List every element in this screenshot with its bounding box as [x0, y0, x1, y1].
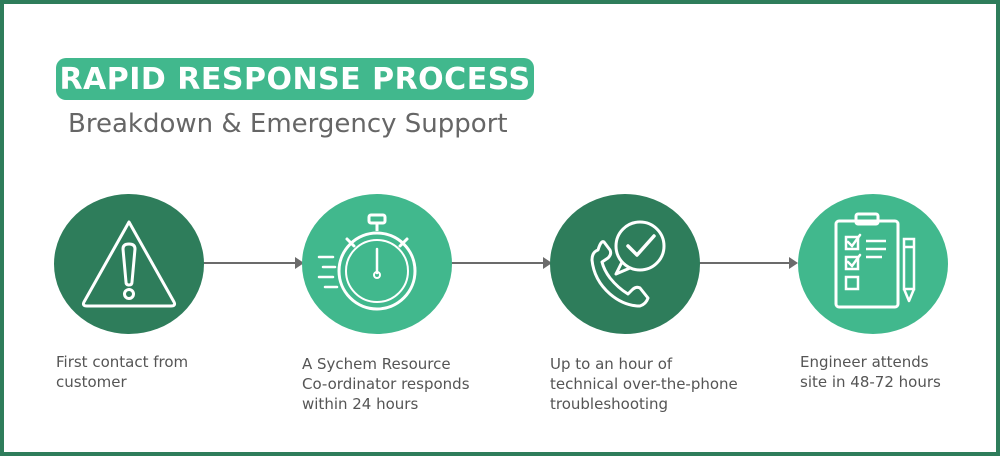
step-2-circle [302, 194, 452, 334]
step-4-circle [798, 194, 948, 334]
connector-arrow-1 [202, 257, 304, 269]
title-banner: RAPID RESPONSE PROCESS [56, 58, 534, 100]
step-1-caption: First contact from customer [56, 353, 189, 391]
stopwatch-icon [317, 213, 417, 311]
step-1-circle [54, 194, 204, 334]
connector-arrow-2 [450, 257, 552, 269]
step-3-caption: Up to an hour of technical over-the-phon… [550, 355, 738, 413]
step-2-caption: A Sychem Resource Co-ordinator responds … [302, 355, 470, 413]
step-3-circle [550, 194, 700, 334]
page-subtitle: Breakdown & Emergency Support [68, 109, 508, 139]
page-title: RAPID RESPONSE PROCESS [59, 61, 531, 97]
connector-arrow-3 [698, 257, 798, 269]
clipboard-checklist-icon [834, 212, 916, 309]
warning-triangle-icon [81, 220, 177, 308]
phone-support-icon [590, 220, 666, 308]
step-4-caption: Engineer attends site in 48-72 hours [800, 353, 941, 391]
